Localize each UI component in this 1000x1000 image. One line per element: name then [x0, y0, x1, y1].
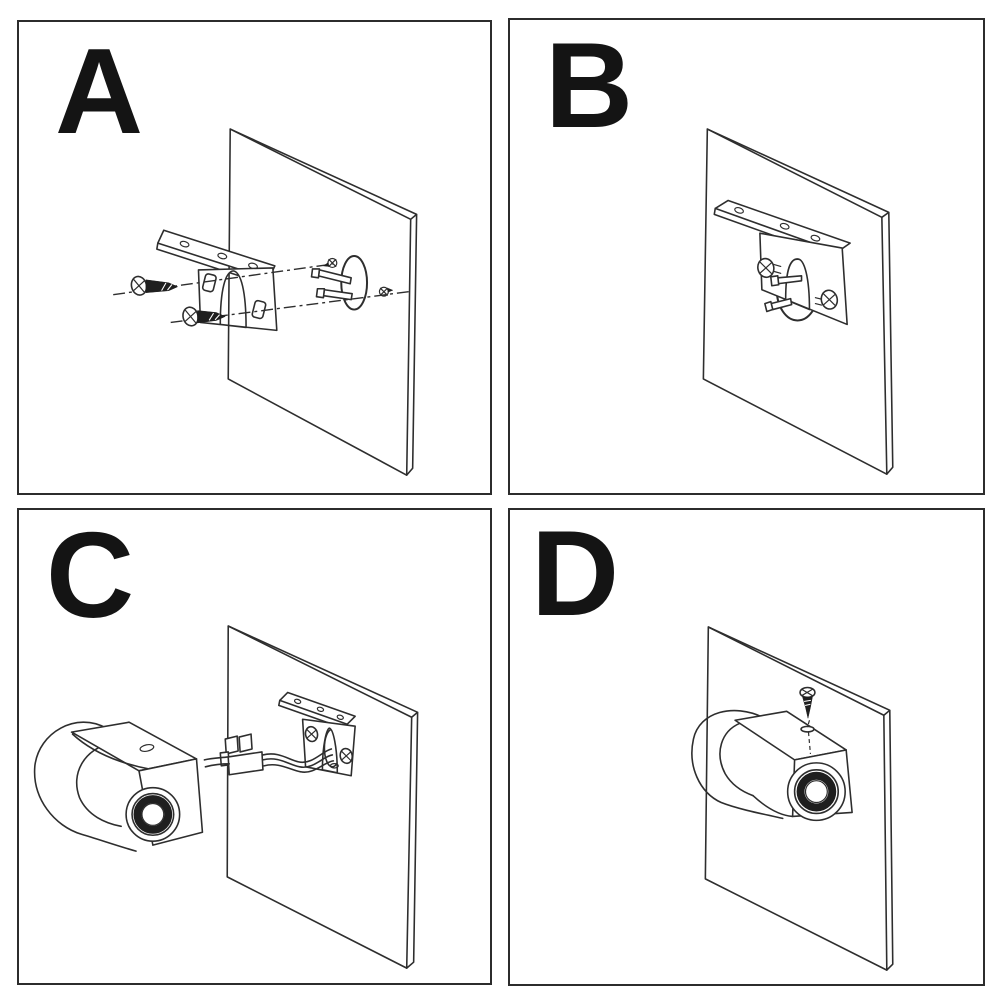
panel-step-b: B [508, 18, 985, 495]
wire-connectors [203, 733, 264, 776]
bracket-screws [304, 725, 354, 765]
wall-anchor-screws [323, 257, 394, 297]
screw-hole [139, 743, 155, 753]
panel-label-c: C [46, 507, 135, 643]
step-b-illustration [702, 128, 894, 475]
power-wires [262, 748, 335, 774]
wall-panel [702, 128, 894, 475]
camera-lens [125, 786, 181, 842]
step-a-illustration [113, 128, 418, 476]
power-wires [310, 268, 353, 301]
panel-label-d: D [531, 505, 620, 641]
locking-screw [799, 686, 816, 754]
power-wires [764, 275, 803, 313]
camera-unit [33, 721, 204, 852]
step-c-illustration [33, 625, 419, 969]
step-d-illustration [691, 626, 894, 971]
panel-step-c: C [17, 508, 492, 985]
cable-hole [340, 255, 369, 311]
bracket-screws [757, 257, 839, 310]
screw-hole [800, 725, 815, 733]
panel-step-d: D [508, 508, 985, 986]
panel-step-a: A [17, 20, 492, 495]
camera-lens [786, 762, 846, 822]
wall-panel [227, 128, 418, 476]
panel-label-a: A [55, 23, 144, 159]
panel-label-b: B [545, 17, 634, 153]
bracket-screws [130, 275, 226, 327]
wall-panel [226, 625, 419, 969]
camera-unit [691, 709, 853, 822]
